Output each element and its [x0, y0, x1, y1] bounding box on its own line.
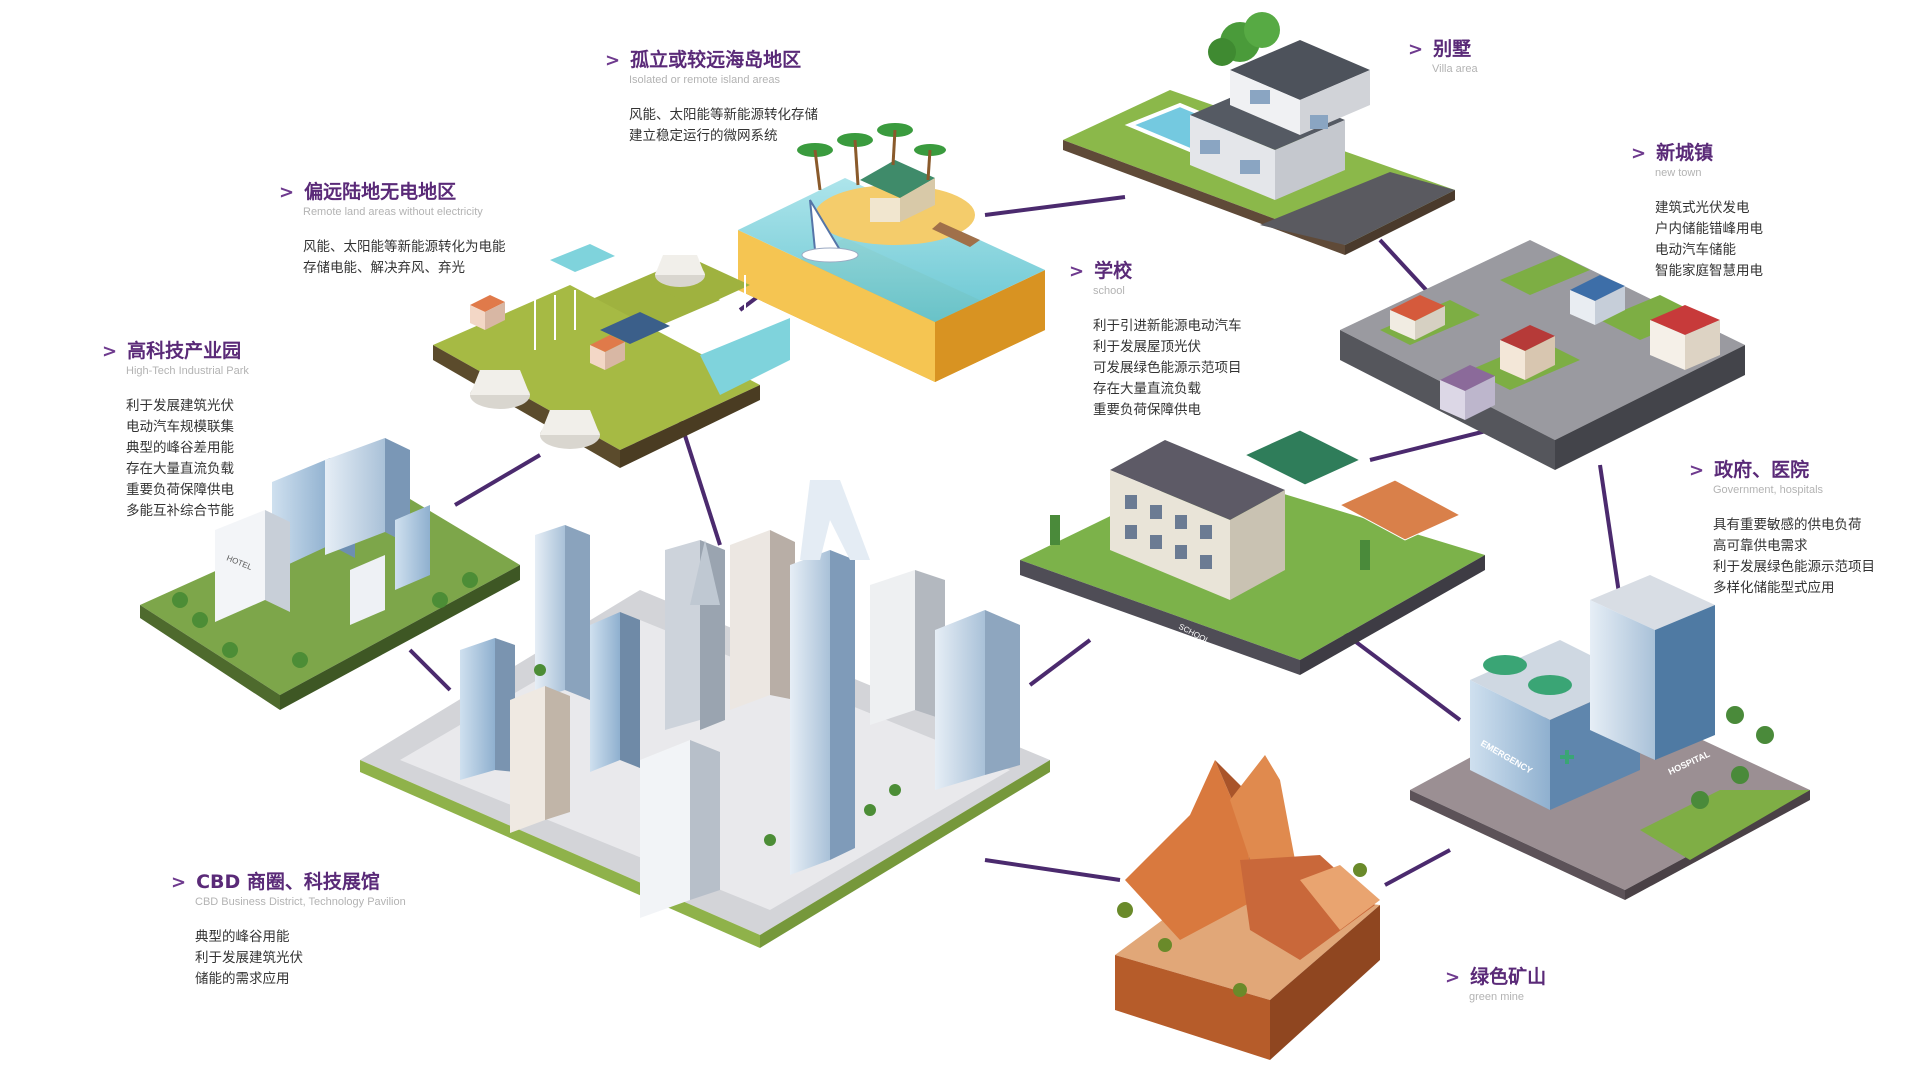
label-remote-points: 风能、太阳能等新能源转化为电能 存储电能、解决弃风、弃光 [303, 237, 609, 279]
island-illustration [738, 123, 1045, 382]
connector-lines [408, 195, 1622, 887]
villa-illustration [1063, 12, 1455, 255]
chevron-right-icon: > [605, 50, 621, 71]
point: 多能互补综合节能 [126, 503, 234, 519]
label-newtown: > 新城镇 new town 建筑式光伏发电 户内储能错峰用电 电动汽车储能 智能… [1631, 141, 1920, 282]
point: 储能的需求应用 [195, 971, 290, 987]
label-remote: > 偏远陆地无电地区 Remote land areas without elec… [279, 180, 609, 279]
chevron-right-icon: > [1445, 967, 1461, 988]
point: 存在大量直流负载 [126, 461, 234, 477]
label-island: > 孤立或较远海岛地区 Isolated or remote island are… [605, 48, 935, 147]
chevron-right-icon: > [171, 872, 187, 893]
point: 具有重要敏感的供电负荷 [1713, 517, 1862, 533]
point: 利于发展建筑光伏 [195, 950, 303, 966]
point: 多样化储能型式应用 [1713, 580, 1835, 596]
label-school-title: 学校 [1094, 260, 1133, 282]
chevron-right-icon: > [102, 341, 118, 362]
connector-mine-hospital [1384, 848, 1451, 887]
point: 户内储能错峰用电 [1655, 221, 1763, 237]
point: 智能家庭智慧用电 [1655, 263, 1763, 279]
label-villa-subtitle: Villa area [1432, 63, 1478, 75]
label-newtown-title: 新城镇 [1656, 142, 1714, 164]
point: 电动汽车规模联集 [126, 419, 234, 435]
connector-cbd-mine [984, 858, 1121, 882]
point: 风能、太阳能等新能源转化为电能 [303, 239, 506, 255]
label-island-subtitle: Isolated or remote island areas [629, 74, 781, 86]
point: 利于发展建筑光伏 [126, 398, 234, 414]
mine-illustration [1115, 755, 1380, 1060]
connector-cbd-school [1028, 638, 1092, 687]
label-cbd-subtitle: CBD Business District, Technology Pavili… [195, 896, 406, 908]
point: 典型的峰谷用能 [195, 929, 290, 945]
point: 存在大量直流负载 [1093, 381, 1201, 397]
label-remote-title: 偏远陆地无电地区 [304, 181, 457, 203]
point: 利于发展绿色能源示范项目 [1713, 559, 1875, 575]
label-newtown-points: 建筑式光伏发电 户内储能错峰用电 电动汽车储能 智能家庭智慧用电 [1655, 198, 1920, 282]
label-mine-subtitle: green mine [1469, 991, 1525, 1003]
label-island-points: 风能、太阳能等新能源转化存储 建立稳定运行的微网系统 [629, 105, 935, 147]
label-gov-title: 政府、医院 [1714, 459, 1810, 481]
label-school-points: 利于引进新能源电动汽车 利于发展屋顶光伏 可发展绿色能源示范项目 存在大量直流负… [1093, 316, 1399, 421]
label-remote-subtitle: Remote land areas without electricity [303, 206, 483, 218]
label-school-subtitle: school [1093, 285, 1125, 297]
label-cbd-title: CBD 商圈、科技展馆 [196, 871, 380, 893]
point: 高可靠供电需求 [1713, 538, 1808, 554]
point: 建筑式光伏发电 [1655, 200, 1750, 216]
connector-hightech-remote [453, 453, 542, 507]
label-hightech-title: 高科技产业园 [127, 340, 242, 362]
point: 典型的峰谷差用能 [126, 440, 234, 456]
point: 重要负荷保障供电 [126, 482, 234, 498]
point: 利于发展屋顶光伏 [1093, 339, 1201, 355]
remote-land-illustration [433, 244, 790, 468]
cbd-illustration [360, 480, 1050, 948]
label-hightech: > 高科技产业园 High-Tech Industrial Park 利于发展建筑… [102, 339, 432, 522]
point: 建立稳定运行的微网系统 [629, 128, 778, 144]
label-gov: > 政府、医院 Government, hospitals 具有重要敏感的供电负荷… [1689, 458, 1920, 599]
point: 存储电能、解决弃风、弃光 [303, 260, 465, 276]
connector-hightech-cbd [408, 648, 452, 692]
label-villa: > 别墅 Villa area [1408, 37, 1738, 76]
point: 风能、太阳能等新能源转化存储 [629, 107, 818, 123]
point: 电动汽车储能 [1655, 242, 1736, 258]
label-cbd: > CBD 商圈、科技展馆 CBD Business District, Tech… [171, 870, 501, 990]
label-gov-points: 具有重要敏感的供电负荷 高可靠供电需求 利于发展绿色能源示范项目 多样化储能型式… [1713, 515, 1920, 599]
label-mine: > 绿色矿山 green mine [1445, 965, 1775, 1004]
label-cbd-points: 典型的峰谷用能 利于发展建筑光伏 储能的需求应用 [195, 927, 501, 990]
hightech-park-illustration [140, 438, 520, 710]
label-gov-subtitle: Government, hospitals [1713, 484, 1824, 496]
newtown-illustration [1340, 240, 1745, 470]
label-villa-title: 别墅 [1433, 38, 1472, 60]
chevron-right-icon: > [1069, 261, 1085, 282]
label-mine-title: 绿色矿山 [1470, 966, 1547, 988]
point: 重要负荷保障供电 [1093, 402, 1201, 418]
point: 可发展绿色能源示范项目 [1093, 360, 1242, 376]
label-hightech-subtitle: High-Tech Industrial Park [126, 365, 249, 377]
label-island-title: 孤立或较远海岛地区 [630, 49, 802, 71]
chevron-right-icon: > [279, 182, 295, 203]
point: 利于引进新能源电动汽车 [1093, 318, 1242, 334]
label-newtown-subtitle: new town [1655, 167, 1702, 179]
connector-school-newtown [1369, 428, 1491, 462]
label-hightech-points: 利于发展建筑光伏 电动汽车规模联集 典型的峰谷差用能 存在大量直流负载 重要负荷… [126, 396, 432, 522]
school-illustration [1020, 429, 1485, 675]
chevron-right-icon: > [1631, 143, 1647, 164]
connector-school-hospital [1338, 628, 1462, 722]
connector-newtown-hospital [1598, 464, 1622, 601]
label-school: > 学校 school 利于引进新能源电动汽车 利于发展屋顶光伏 可发展绿色能源示… [1069, 259, 1399, 421]
chevron-right-icon: > [1689, 460, 1705, 481]
connector-island-villa [984, 195, 1126, 217]
chevron-right-icon: > [1408, 39, 1424, 60]
connector-remote-cbd [678, 419, 722, 546]
hospital-illustration [1410, 575, 1810, 900]
